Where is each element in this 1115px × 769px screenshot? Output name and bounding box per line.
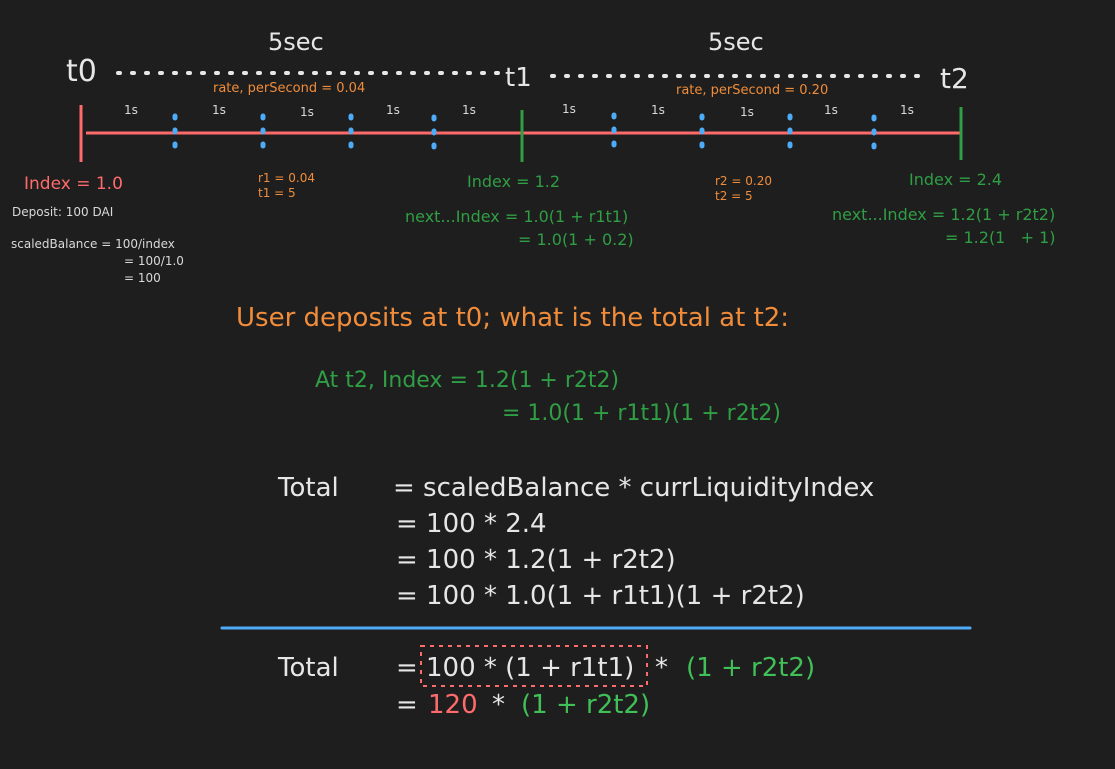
- total-line-3: = 100 * 1.2(1 + r2t2): [396, 545, 676, 575]
- t1-next-index-2: = 1.0(1 + 0.2): [518, 230, 634, 249]
- result-tail: (1 + r2t2): [521, 690, 651, 720]
- final-total-label: Total: [278, 653, 339, 683]
- tick-label: 1s: [562, 102, 576, 116]
- tick-label: 1s: [651, 103, 665, 117]
- scaled-balance-line-1: scaledBalance = 100/index: [11, 237, 175, 251]
- total-line-1: = scaledBalance * currLiquidityIndex: [393, 473, 875, 503]
- second-ticks: [172, 112, 877, 162]
- seg1-rate: rate, perSecond = 0.04: [213, 81, 366, 96]
- t2-label: t2: [940, 62, 969, 95]
- t0-index: Index = 1.0: [24, 174, 123, 194]
- result-mult: *: [492, 690, 505, 720]
- t2-index: Index = 2.4: [909, 170, 1003, 189]
- tick-label: 1s: [124, 103, 138, 117]
- final-mult: *: [655, 653, 668, 683]
- t1-next-index-1: next...Index = 1.0(1 + r1t1): [405, 207, 629, 226]
- tick-label: 1s: [212, 103, 226, 117]
- tick-label: 1s: [462, 103, 476, 117]
- question-heading: User deposits at t0; what is the total a…: [236, 303, 790, 333]
- tick-label: 1s: [900, 103, 914, 117]
- t1-index: Index = 1.2: [467, 172, 561, 191]
- final-boxed-term: 100 * (1 + r1t1): [426, 653, 635, 683]
- scaled-balance-line-2: = 100/1.0: [124, 254, 184, 268]
- at-t2-line-1: At t2, Index = 1.2(1 + r2t2): [315, 368, 620, 393]
- tick-label: 1s: [740, 105, 754, 119]
- tick-label: 1s: [386, 103, 400, 117]
- total-label: Total: [278, 473, 339, 503]
- scaled-balance-line-3: = 100: [124, 271, 161, 285]
- deposit-note: Deposit: 100 DAI: [12, 205, 114, 219]
- tick-label: 1s: [300, 105, 314, 119]
- t1-label: t1: [505, 63, 532, 93]
- seg2-t: t2 = 5: [715, 189, 753, 203]
- seg1-duration: 5sec: [268, 28, 324, 56]
- final-eq: =: [396, 653, 418, 683]
- seg1-r: r1 = 0.04: [258, 171, 315, 185]
- at-t2-line-2: = 1.0(1 + r1t1)(1 + r2t2): [502, 401, 781, 426]
- t0-label: t0: [66, 54, 97, 89]
- t2-next-index-2: = 1.2(1 + 1): [945, 228, 1056, 247]
- total-line-4: = 100 * 1.0(1 + r1t1)(1 + r2t2): [396, 581, 805, 611]
- seg2-duration: 5sec: [708, 28, 764, 56]
- seg2-r: r2 = 0.20: [715, 174, 772, 188]
- tick-label: 1s: [824, 103, 838, 117]
- final-tail: (1 + r2t2): [686, 653, 816, 683]
- seg1-t: t1 = 5: [258, 186, 296, 200]
- total-line-2: = 100 * 2.4: [396, 509, 547, 539]
- seg2-rate: rate, perSecond = 0.20: [676, 83, 829, 98]
- highlight-box: [420, 645, 648, 687]
- result-value: 120: [428, 690, 478, 720]
- t2-next-index-1: next...Index = 1.2(1 + r2t2): [832, 205, 1056, 224]
- result-eq: =: [396, 690, 418, 720]
